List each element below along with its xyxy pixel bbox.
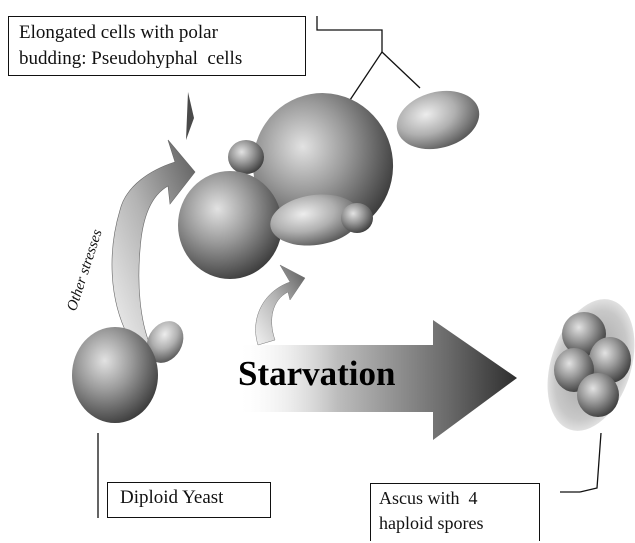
- pseudohyphal-cell-left: [178, 171, 282, 279]
- ascus-pointer-line: [580, 433, 601, 492]
- diploid-yeast-label-box: Diploid Yeast: [107, 482, 271, 518]
- diploid-yeast-cells: [72, 314, 191, 423]
- ascus-with-spores: [532, 288, 635, 442]
- starvation-label: Starvation: [238, 354, 396, 394]
- swoosh-arrow-tip: [186, 92, 194, 140]
- pseudohyphal-label-box: Elongated cells with polar budding: Pseu…: [8, 16, 306, 76]
- pseudohyphal-cell-bud: [228, 140, 264, 174]
- pseudohyphal-pointer-left: [350, 52, 382, 100]
- pseudohyphal-label-line-2: budding: Pseudohyphal cells: [19, 46, 297, 72]
- connector-lines: [98, 16, 601, 518]
- pseudohyphal-cell-cluster: [178, 82, 486, 279]
- ascus-label-line-2: haploid spores: [379, 511, 539, 536]
- ascus-label-line-1: Ascus with 4: [379, 486, 539, 511]
- ascus-label-box: Ascus with 4 haploid spores: [370, 483, 540, 541]
- budding-swoosh-arrow: [256, 265, 305, 345]
- pseudohyphal-cell-top: [390, 82, 486, 158]
- diploid-mother-cell: [72, 327, 158, 423]
- diploid-yeast-label: Diploid Yeast: [120, 483, 270, 513]
- pseudohyphal-pointer-right: [382, 52, 420, 88]
- pseudohyphal-label-line-1: Elongated cells with polar: [19, 20, 297, 46]
- spore-4: [577, 373, 619, 417]
- pseudohyphal-bracket-line: [317, 16, 382, 52]
- pseudohyphal-cell-small: [341, 203, 373, 233]
